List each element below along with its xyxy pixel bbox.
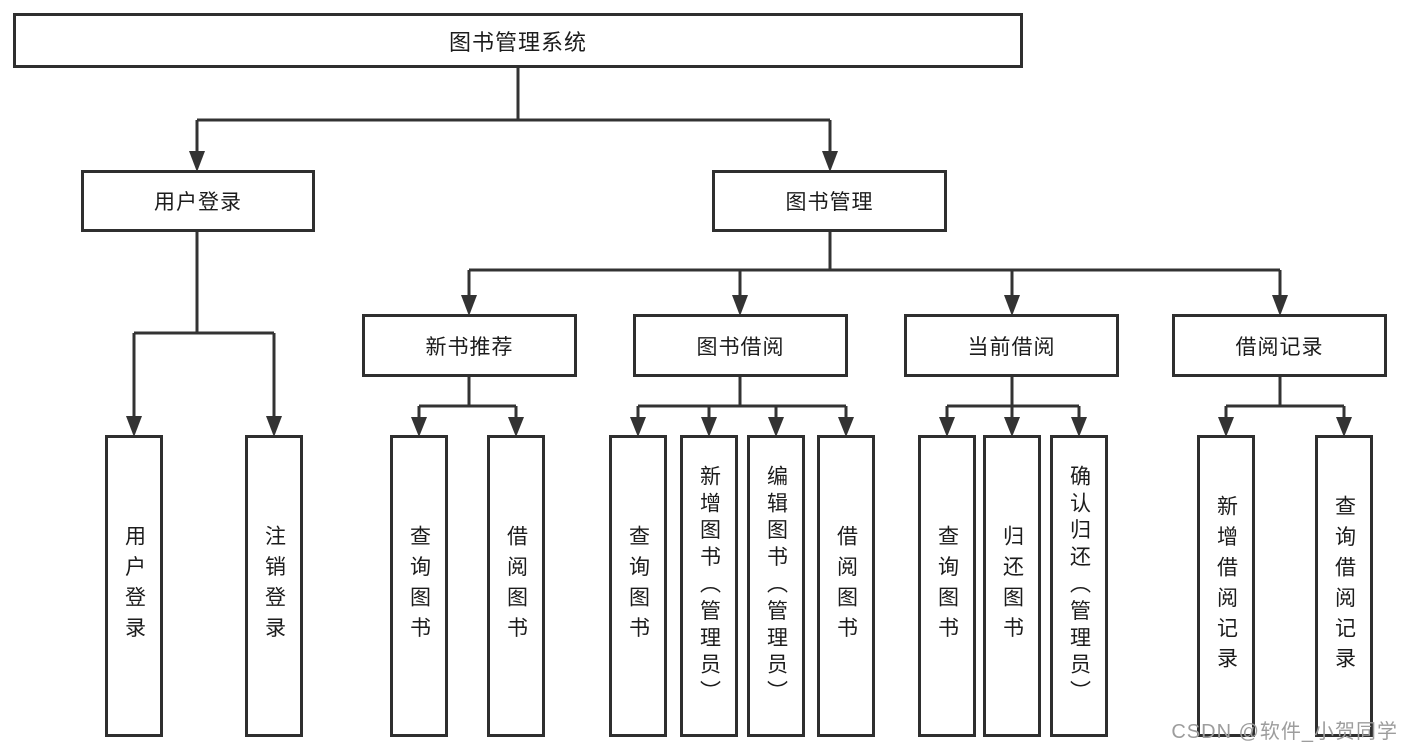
node-label: 新增借阅记录 — [1214, 494, 1238, 678]
node-label: 查询图书 — [626, 525, 650, 647]
leaf-add-borrow-record: 新增借阅记录 — [1197, 435, 1255, 737]
node-label: 注销登录 — [262, 525, 286, 647]
node-label: 归还图书 — [1000, 525, 1024, 647]
leaf-query-books-current: 查询图书 — [918, 435, 976, 737]
node-label: 借阅图书 — [834, 525, 858, 647]
connector-new-book-to-leaves — [411, 377, 524, 437]
node-label: 当前借阅 — [967, 335, 1056, 359]
node-label: 借阅记录 — [1235, 335, 1324, 359]
connector-borrow-records-to-leaves — [1218, 377, 1352, 437]
node-label: 查询图书 — [407, 525, 431, 647]
leaf-query-books-recommend: 查询图书 — [390, 435, 448, 737]
node-label: 查询图书 — [935, 525, 959, 647]
node-label: 用户登录 — [122, 525, 146, 647]
node-library-management-system: 图书管理系统 — [13, 13, 1023, 68]
node-label: 图书借阅 — [696, 335, 785, 359]
leaf-return-books: 归还图书 — [983, 435, 1041, 737]
node-label: 新书推荐 — [425, 335, 514, 359]
node-label: 查询借阅记录 — [1332, 494, 1356, 678]
connector-book-borrow-to-leaves — [630, 377, 854, 437]
node-label: 图书管理 — [785, 191, 874, 214]
node-new-book-recommendation: 新书推荐 — [362, 314, 577, 377]
leaf-borrow-books: 借阅图书 — [817, 435, 875, 737]
connector-root-to-level2 — [189, 68, 838, 172]
node-label: 确认归还（管理员） — [1067, 465, 1091, 707]
leaf-confirm-return-admin: 确认归还（管理员） — [1050, 435, 1108, 737]
leaf-logout: 注销登录 — [245, 435, 303, 737]
connector-current-borrow-to-leaves — [939, 377, 1087, 437]
leaf-edit-books-admin: 编辑图书（管理员） — [747, 435, 805, 737]
connector-book-management-to-level3 — [461, 232, 1288, 316]
node-label: 新增图书（管理员） — [697, 465, 721, 707]
node-label: 借阅图书 — [504, 525, 528, 647]
node-user-login: 用户登录 — [81, 170, 315, 232]
connector-user-login-to-leaves — [126, 232, 282, 437]
csdn-watermark: CSDN @软件_小贺同学 — [1171, 721, 1398, 743]
node-book-management: 图书管理 — [712, 170, 947, 232]
leaf-query-books-borrow: 查询图书 — [609, 435, 667, 737]
node-label: 图书管理系统 — [448, 29, 587, 55]
leaf-borrow-books-recommend: 借阅图书 — [487, 435, 545, 737]
node-label: 用户登录 — [154, 191, 242, 214]
leaf-user-login: 用户登录 — [105, 435, 163, 737]
node-current-borrowing: 当前借阅 — [904, 314, 1119, 377]
node-borrowing-records: 借阅记录 — [1172, 314, 1387, 377]
leaf-add-books-admin: 新增图书（管理员） — [680, 435, 738, 737]
leaf-query-borrow-record: 查询借阅记录 — [1315, 435, 1373, 737]
node-book-borrowing: 图书借阅 — [633, 314, 848, 377]
node-label: 编辑图书（管理员） — [764, 465, 788, 707]
